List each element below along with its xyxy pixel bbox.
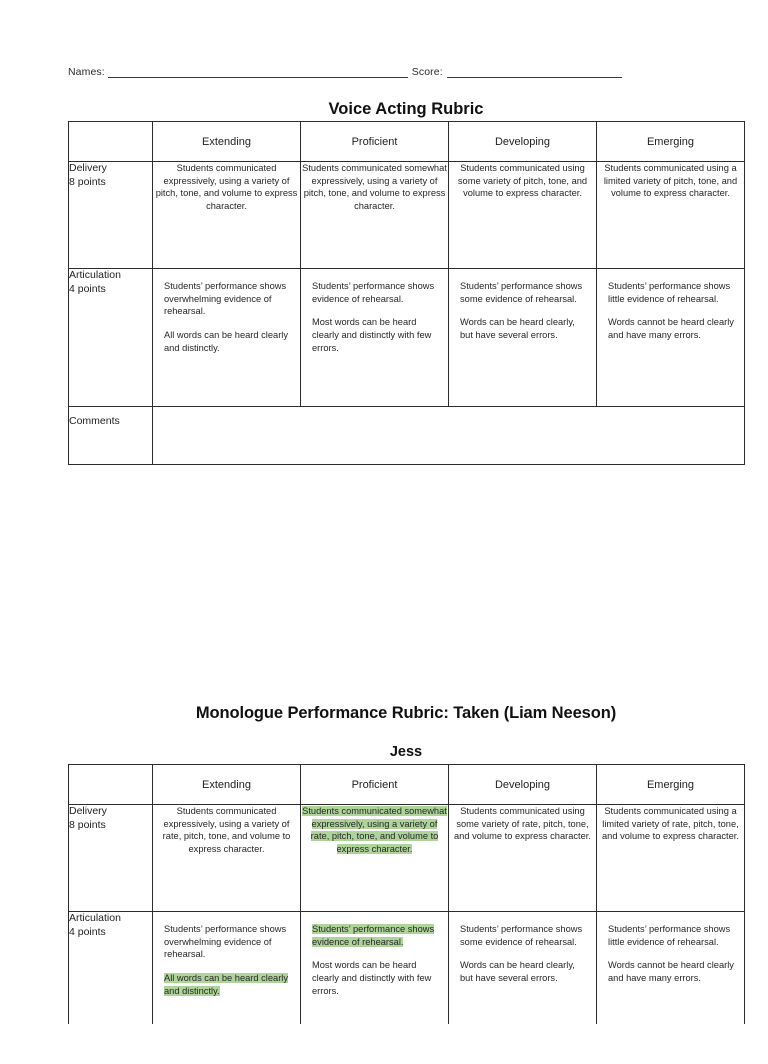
cell-delivery-proficient: Students communicated somewhat expressiv… [300,161,449,269]
cell-delivery-proficient: Students communicated somewhat expressiv… [300,804,449,912]
table-row-delivery: Delivery 8 points Students communicated … [68,804,745,912]
header-cell-emerging: Emerging [596,121,745,162]
cell-paragraph: Students communicated using a limited va… [602,806,739,842]
cell-paragraph: Students’ performance shows some evidenc… [460,924,583,947]
cell-paragraph: Words cannot be heard clearly and have m… [608,960,734,984]
names-label: Names: [68,66,105,78]
cell-paragraph: Students’ performance shows little evide… [608,924,731,947]
header-cell-developing: Developing [448,121,597,162]
score-label: Score: [411,66,443,78]
criterion-name: Delivery [69,805,107,817]
header-cell-emerging: Emerging [596,764,745,805]
criterion-cell-articulation: Articulation 4 points [68,268,153,407]
table-row-articulation: Articulation 4 points Students’ performa… [68,268,745,407]
criterion-cell-delivery: Delivery 8 points [68,161,153,269]
header-cell-extending: Extending [152,764,301,805]
cell-delivery-emerging: Students communicated using a limited va… [596,161,745,269]
voice-acting-rubric-table: Extending Proficient Developing Emerging… [68,121,745,465]
header-cell-blank [68,764,153,805]
table-row-comments: Comments [68,406,745,465]
highlight-mark: Students’ performance shows evidence of … [312,924,435,947]
criterion-cell-delivery: Delivery 8 points [68,804,153,912]
header-cell-blank [68,121,153,162]
table-header-row: Extending Proficient Developing Emerging [68,764,745,805]
criterion-name: Delivery [69,162,107,174]
highlight-mark: All words can be heard clearly and disti… [164,973,289,996]
header-cell-developing: Developing [448,764,597,805]
document-page: Names: Score: Voice Acting Rubric Extendi… [68,66,745,1050]
cell-paragraph: Students’ performance shows overwhelming… [164,924,287,960]
cell-delivery-extending: Students communicated expressively, usin… [152,161,301,269]
criterion-points: 4 points [69,925,106,938]
cell-paragraph: Most words can be heard clearly and dist… [312,960,432,996]
cell-paragraph: Words can be heard clearly, but have sev… [460,317,575,341]
cell-paragraph: Words can be heard clearly, but have sev… [460,960,575,984]
cell-articulation-proficient: Students’ performance shows evidence of … [300,268,449,407]
cell-articulation-extending: Students’ performance shows overwhelming… [152,268,301,407]
cell-delivery-developing: Students communicated using some variety… [448,804,597,912]
student-name-heading: Jess [389,744,423,760]
cell-paragraph: Words cannot be heard clearly and have m… [608,317,734,341]
header-cell-extending: Extending [152,121,301,162]
header-cell-proficient: Proficient [300,764,449,805]
cell-paragraph: Most words can be heard clearly and dist… [312,317,432,353]
names-input-rule[interactable] [107,66,408,78]
names-score-line: Names: Score: [68,66,728,78]
cell-paragraph: Students communicated somewhat expressiv… [302,163,447,212]
cell-articulation-developing: Students’ performance shows some evidenc… [448,268,597,407]
score-input-rule[interactable] [446,66,622,78]
criterion-points: 8 points [69,818,106,831]
highlight-mark: Students communicated somewhat expressiv… [302,806,447,855]
criterion-name: Articulation [69,912,121,924]
cell-paragraph: All words can be heard clearly and disti… [164,972,290,997]
cell-articulation-emerging: Students’ performance shows little evide… [596,268,745,407]
criterion-points: 4 points [69,282,106,295]
cell-paragraph: Students communicated using some variety… [454,806,591,842]
cell-paragraph: Students communicated using some variety… [457,163,588,199]
cell-delivery-developing: Students communicated using some variety… [448,161,597,269]
cell-paragraph: Students communicated expressively, usin… [162,806,291,855]
cell-paragraph: All words can be heard clearly and disti… [164,330,289,353]
criterion-name: Articulation [69,269,121,281]
cell-paragraph: Students communicated somewhat expressiv… [301,805,448,856]
criterion-points: 8 points [69,175,106,188]
table-row-delivery: Delivery 8 points Students communicated … [68,161,745,269]
cell-delivery-emerging: Students communicated using a limited va… [596,804,745,912]
monologue-rubric-table: Extending Proficient Developing Emerging… [68,764,745,1050]
criterion-cell-comments: Comments [68,406,153,465]
cell-paragraph: Students’ performance shows little evide… [608,281,731,304]
voice-acting-rubric-title: Voice Acting Rubric [328,100,484,118]
table-header-row: Extending Proficient Developing Emerging [68,121,745,162]
cell-delivery-extending: Students communicated expressively, usin… [152,804,301,912]
cell-paragraph: Students communicated expressively, usin… [155,163,298,212]
cell-paragraph: Students’ performance shows evidence of … [312,281,435,304]
cell-paragraph: Students’ performance shows overwhelming… [164,281,287,317]
comments-input-cell[interactable] [152,406,745,465]
cell-paragraph: Students communicated using a limited va… [603,163,738,199]
page-bottom-clip [0,1024,768,1064]
header-cell-proficient: Proficient [300,121,449,162]
monologue-rubric-title: Monologue Performance Rubric: Taken (Lia… [195,704,617,722]
cell-paragraph: Students’ performance shows evidence of … [312,923,438,948]
cell-paragraph: Students’ performance shows some evidenc… [460,281,583,304]
